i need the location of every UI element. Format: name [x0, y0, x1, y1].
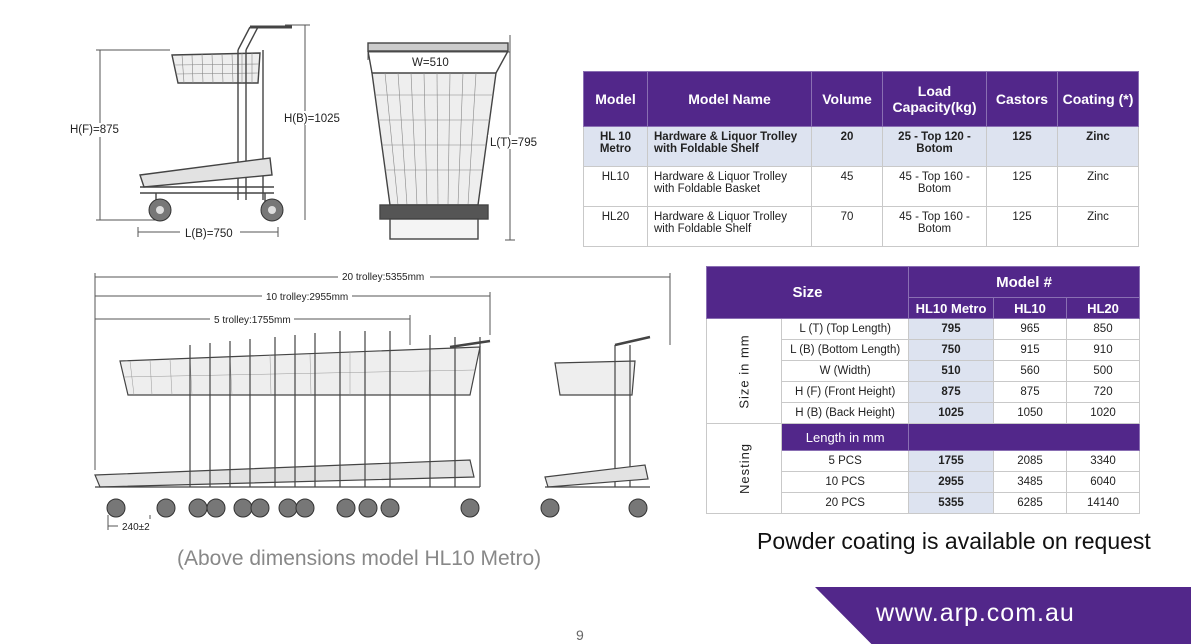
length-header-fill	[908, 423, 1140, 451]
lt-label: L(T)=795	[490, 137, 537, 149]
spec-header-model: Model	[583, 71, 648, 127]
nest-5-label: 5 trolley:1755mm	[214, 315, 291, 326]
side-view-drawing: H(F)=875 H(B)=1025 L(B)=750	[66, 24, 346, 240]
nesting-value: 14140	[1066, 492, 1140, 514]
nesting-row-label: 10 PCS	[781, 471, 909, 493]
table-row: Size in mm L (T) (Top Length) 795 965 85…	[705, 318, 1140, 424]
spec-row: HL10 Hardware & Liquor Trolley with Fold…	[583, 166, 1139, 207]
size-value: 875	[993, 381, 1067, 403]
size-table: Size Model # HL10 Metro HL10 HL20 Size i…	[705, 266, 1140, 514]
spec-header-model-name: Model Name	[647, 71, 812, 127]
front-view-drawing: W=510 L(T)=795	[367, 35, 543, 241]
w-label: W=510	[412, 57, 449, 69]
spec-name: Hardware & Liquor Trolley with Foldable …	[647, 206, 812, 247]
nesting-value: 6040	[1066, 471, 1140, 493]
size-row-label: L (B) (Bottom Length)	[781, 339, 909, 361]
spec-castors: 125	[986, 126, 1058, 167]
length-header: Length in mm	[781, 423, 909, 451]
hf-label: H(F)=875	[70, 124, 119, 136]
size-row-label: H (B) (Back Height)	[781, 402, 909, 424]
size-row-label: H (F) (Front Height)	[781, 381, 909, 403]
table-row: Nesting Length in mm	[705, 423, 1140, 514]
size-value: 965	[993, 318, 1067, 340]
size-value: 875	[908, 381, 994, 403]
size-row-label: L (T) (Top Length)	[781, 318, 909, 340]
spec-header-row: Model Model Name Volume Load Capacity(kg…	[583, 71, 1139, 127]
spec-row: HL20 Hardware & Liquor Trolley with Fold…	[583, 206, 1139, 247]
model-col-hl10-metro: HL10 Metro	[908, 297, 994, 319]
nesting-row-label: 20 PCS	[781, 492, 909, 514]
model-header: Model #	[908, 266, 1140, 298]
nest-20-label: 20 trolley:5355mm	[342, 272, 424, 283]
spec-model: HL10	[583, 166, 648, 207]
spec-model: HL20	[583, 206, 648, 247]
spec-header-coating: Coating (*)	[1057, 71, 1139, 127]
lb-label: L(B)=750	[185, 228, 233, 240]
spec-load: 45 - Top 160 - Botom	[882, 166, 987, 207]
size-value: 500	[1066, 360, 1140, 382]
nesting-value: 2085	[993, 450, 1067, 472]
size-value: 750	[908, 339, 994, 361]
size-row-label: W (Width)	[781, 360, 909, 382]
spec-volume: 70	[811, 206, 883, 247]
size-header: Size	[706, 266, 909, 319]
spec-name: Hardware & Liquor Trolley with Foldable …	[647, 126, 812, 167]
spec-header-load: Load Capacity(kg)	[882, 71, 987, 127]
nesting-group-label: Nesting	[705, 423, 783, 514]
spec-name: Hardware & Liquor Trolley with Foldable …	[647, 166, 812, 207]
size-value: 1020	[1066, 402, 1140, 424]
spec-header-castors: Castors	[986, 71, 1058, 127]
spec-volume: 45	[811, 166, 883, 207]
nesting-drawing: 20 trolley:5355mm 10 trolley:2955mm 5 tr…	[94, 270, 671, 533]
nesting-value: 5355	[908, 492, 994, 514]
spec-row: HL 10 Metro Hardware & Liquor Trolley wi…	[583, 126, 1139, 167]
spec-load: 25 - Top 120 - Botom	[882, 126, 987, 167]
table-row: W (Width) 510 560 500	[707, 360, 1140, 382]
nesting-row-label: 5 PCS	[781, 450, 909, 472]
nesting-value: 1755	[908, 450, 994, 472]
spec-volume: 20	[811, 126, 883, 167]
size-value: 1050	[993, 402, 1067, 424]
spec-load: 45 - Top 160 - Botom	[882, 206, 987, 247]
spec-table: Model Model Name Volume Load Capacity(kg…	[583, 71, 1139, 247]
model-col-hl20: HL20	[1066, 297, 1140, 319]
size-value: 720	[1066, 381, 1140, 403]
size-value: 510	[908, 360, 994, 382]
size-value: 795	[908, 318, 994, 340]
website-link[interactable]: www.arp.com.au	[876, 599, 1075, 627]
nesting-value: 2955	[908, 471, 994, 493]
nest-10-label: 10 trolley:2955mm	[266, 292, 348, 303]
spec-header-volume: Volume	[811, 71, 883, 127]
size-value: 560	[993, 360, 1067, 382]
spec-castors: 125	[986, 166, 1058, 207]
spec-coating: Zinc	[1057, 206, 1139, 247]
spec-castors: 125	[986, 206, 1058, 247]
size-value: 915	[993, 339, 1067, 361]
nesting-value: 3485	[993, 471, 1067, 493]
footer-banner	[815, 587, 1191, 644]
spec-coating: Zinc	[1057, 126, 1139, 167]
model-col-hl10: HL10	[993, 297, 1067, 319]
page-number: 9	[576, 627, 584, 643]
table-row: 10 PCS 2955 3485 6040	[707, 471, 1140, 493]
spec-coating: Zinc	[1057, 166, 1139, 207]
size-value: 910	[1066, 339, 1140, 361]
table-row: H (F) (Front Height) 875 875 720	[707, 381, 1140, 403]
size-group-label: Size in mm	[705, 318, 783, 424]
table-row: 20 PCS 5355 6285 14140	[707, 492, 1140, 514]
dimensions-caption: (Above dimensions model HL10 Metro)	[177, 547, 542, 570]
hb-label: H(B)=1025	[284, 113, 340, 125]
size-value: 1025	[908, 402, 994, 424]
nesting-value: 3340	[1066, 450, 1140, 472]
size-value: 850	[1066, 318, 1140, 340]
powder-coating-note: Powder coating is available on request	[757, 528, 1151, 554]
nest-gap-label: 240±2	[122, 522, 150, 533]
spec-model: HL 10 Metro	[583, 126, 648, 167]
nesting-value: 6285	[993, 492, 1067, 514]
table-row: H (B) (Back Height) 1025 1050 1020	[707, 402, 1140, 424]
